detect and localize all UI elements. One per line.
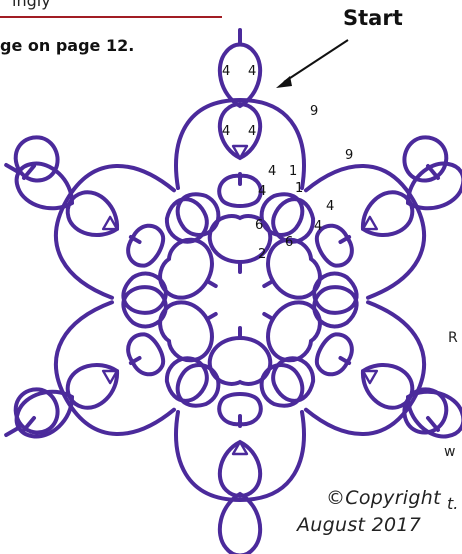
edge-text-w: w [444,444,456,460]
count-ring-b-top: 4 [326,199,334,214]
count-ring-a-side: 1 [289,164,297,179]
count-inner-ring-left: 6 [255,218,263,233]
copyright-line-1: ©Copyright [326,487,441,509]
edge-text-r: R [448,330,458,346]
count-inner-ring-right: 6 [285,235,293,250]
snowflake-arm [0,28,462,554]
count-center-ring-right: 4 [248,124,256,139]
snowflake-inner-rings [150,214,330,386]
count-top-ring-right: 4 [248,64,256,79]
count-top-ring-left: 4 [222,64,230,79]
stitch-counts: 4 4 4 4 9 9 4 1 4 1 4 4 6 6 2 [222,64,353,262]
count-ring-a-top: 4 [268,164,276,179]
count-inner-ring-bottom: 2 [258,247,266,262]
count-center-ring-left: 4 [222,124,230,139]
red-divider [0,16,222,18]
count-chain-outer: 9 [310,104,318,119]
cut-off-text: ingly [12,0,51,10]
copyright-line-2: August 2017 [297,514,422,536]
edge-text-t: t. [447,494,459,513]
start-arrow [276,39,349,88]
count-ring-a-bottom: 4 [258,184,266,199]
page-reference: ge on page 12. [0,36,135,55]
snowflake-petals [99,173,381,427]
count-ring-b-bottom: 4 [314,219,322,234]
start-label: Start [343,6,403,30]
count-ring-a-side2: 1 [295,181,303,196]
count-chain-right: 9 [345,148,353,163]
